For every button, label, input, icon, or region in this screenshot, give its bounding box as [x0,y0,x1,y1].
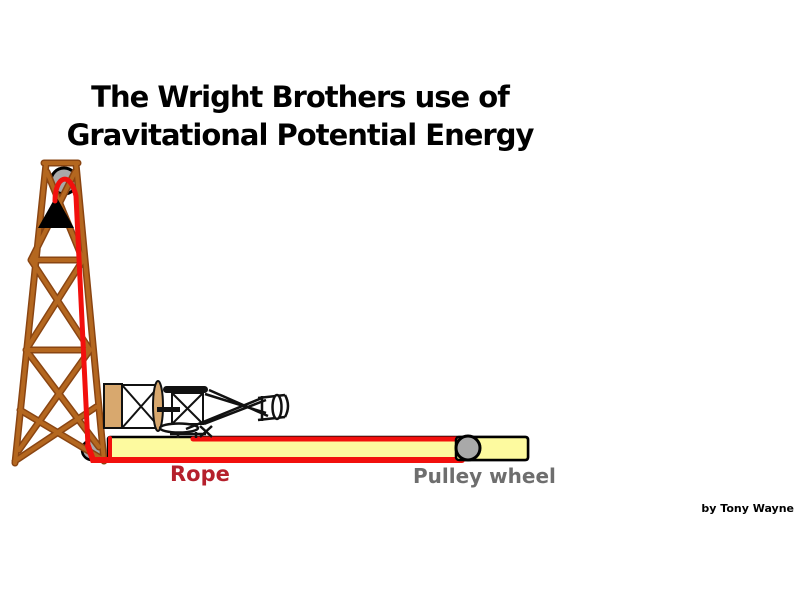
tail-booms [185,388,269,431]
pulley-wheel-label: Pulley wheel [413,464,556,488]
tail-frame [257,393,290,422]
propeller [152,380,164,432]
title-line-2: Gravitational Potential Energy [66,118,535,152]
rope [52,176,465,463]
weight-triangle [38,196,74,228]
strut-box [171,392,204,425]
pulley-wheel [454,434,482,462]
canard-elevator [103,383,123,429]
rudder [271,393,283,421]
rope-label: Rope [170,462,230,486]
wing [163,386,208,393]
page-title: The Wright Brothers use of Gravitational… [0,78,600,154]
credit-byline: by Tony Wayne [701,502,794,515]
engine [157,407,180,412]
title-line-1: The Wright Brothers use of [91,80,510,114]
launch-dolly [170,425,213,438]
landing-skid [158,422,200,434]
wright-flyer-airplane [103,380,290,438]
